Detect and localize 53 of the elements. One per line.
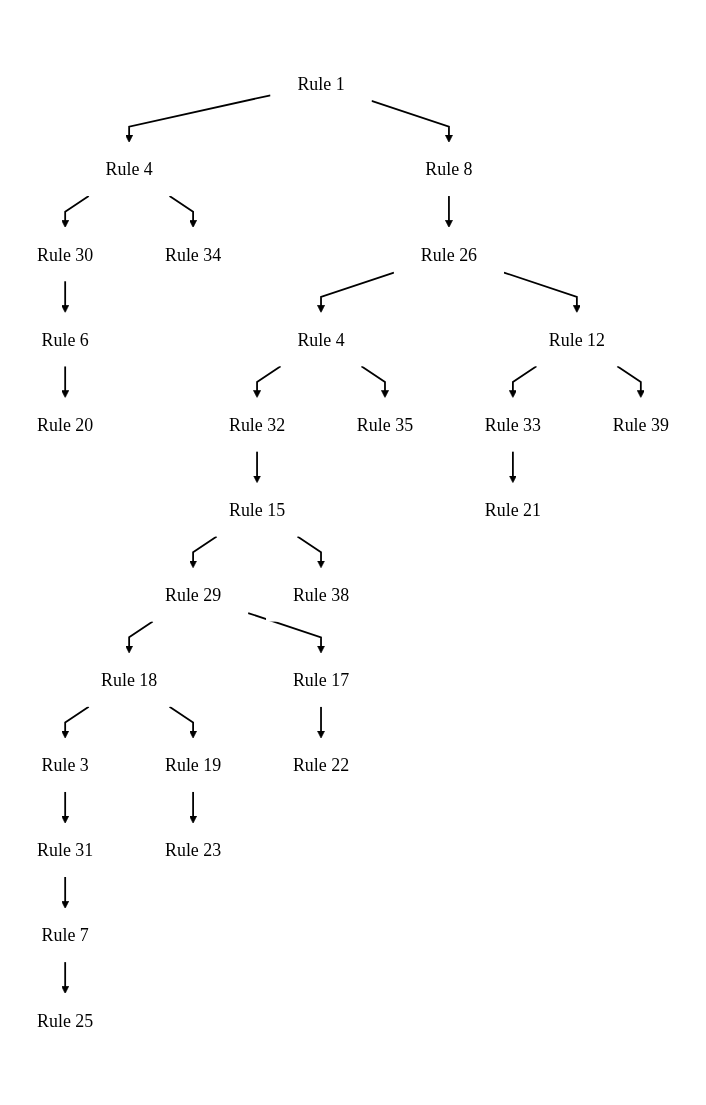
arrow	[253, 365, 282, 399]
node-text: Rule 38	[292, 585, 350, 605]
node-text: Rule 6	[41, 329, 89, 350]
arrow	[189, 535, 218, 569]
arrow	[61, 791, 70, 824]
node-text: Rule 21	[484, 500, 542, 520]
node-text: Rule 8	[425, 159, 473, 180]
node-text: Rule 4	[105, 159, 153, 180]
arrow	[61, 280, 70, 314]
node-text: Rule 34	[164, 244, 222, 265]
arrow	[508, 450, 517, 484]
arrow	[317, 706, 325, 739]
node-text: Rule 17	[292, 670, 350, 691]
arrow	[253, 450, 261, 484]
arrow	[189, 791, 198, 824]
arrow	[247, 612, 325, 654]
node-text: Rule 23	[164, 840, 222, 861]
node-text: Rule 18	[101, 670, 158, 691]
arrow	[61, 706, 90, 739]
node-text: Rule 32	[228, 414, 286, 435]
node-text: Rule 12	[548, 329, 605, 350]
arrow	[125, 94, 272, 143]
node-text: Rule 31	[37, 840, 94, 861]
arrow	[61, 876, 70, 909]
node-text: Rule 26	[420, 244, 478, 265]
node-text: Rule 22	[292, 755, 350, 776]
node-text: Rule 20	[37, 414, 94, 435]
node-text: Rule 35	[356, 414, 414, 435]
arrow	[61, 961, 70, 995]
arrow	[168, 195, 198, 229]
arrow	[61, 365, 70, 399]
arrow	[296, 535, 325, 569]
node-text: Rule 1	[297, 74, 345, 95]
node-text: Rule 33	[484, 414, 542, 435]
arrow	[61, 195, 90, 229]
arrow	[168, 706, 198, 739]
node-text: Rule 19	[164, 755, 222, 776]
arrow	[125, 621, 154, 654]
node-text: Rule 4	[297, 329, 345, 350]
node-text: Rule 30	[37, 244, 94, 265]
node-text: Rule 3	[41, 755, 89, 776]
arrow	[370, 100, 453, 143]
arrow	[616, 365, 645, 399]
arrow	[508, 365, 538, 399]
arrow	[317, 272, 395, 314]
node-text: Rule 25	[37, 1010, 94, 1031]
arrow	[445, 195, 453, 229]
node-text: Rule 7	[41, 925, 89, 946]
node-text: Rule 39	[612, 414, 669, 435]
arrow	[503, 272, 581, 314]
arrow	[360, 365, 389, 399]
node-text: Rule 15	[228, 500, 286, 520]
node-text: Rule 29	[164, 585, 222, 605]
